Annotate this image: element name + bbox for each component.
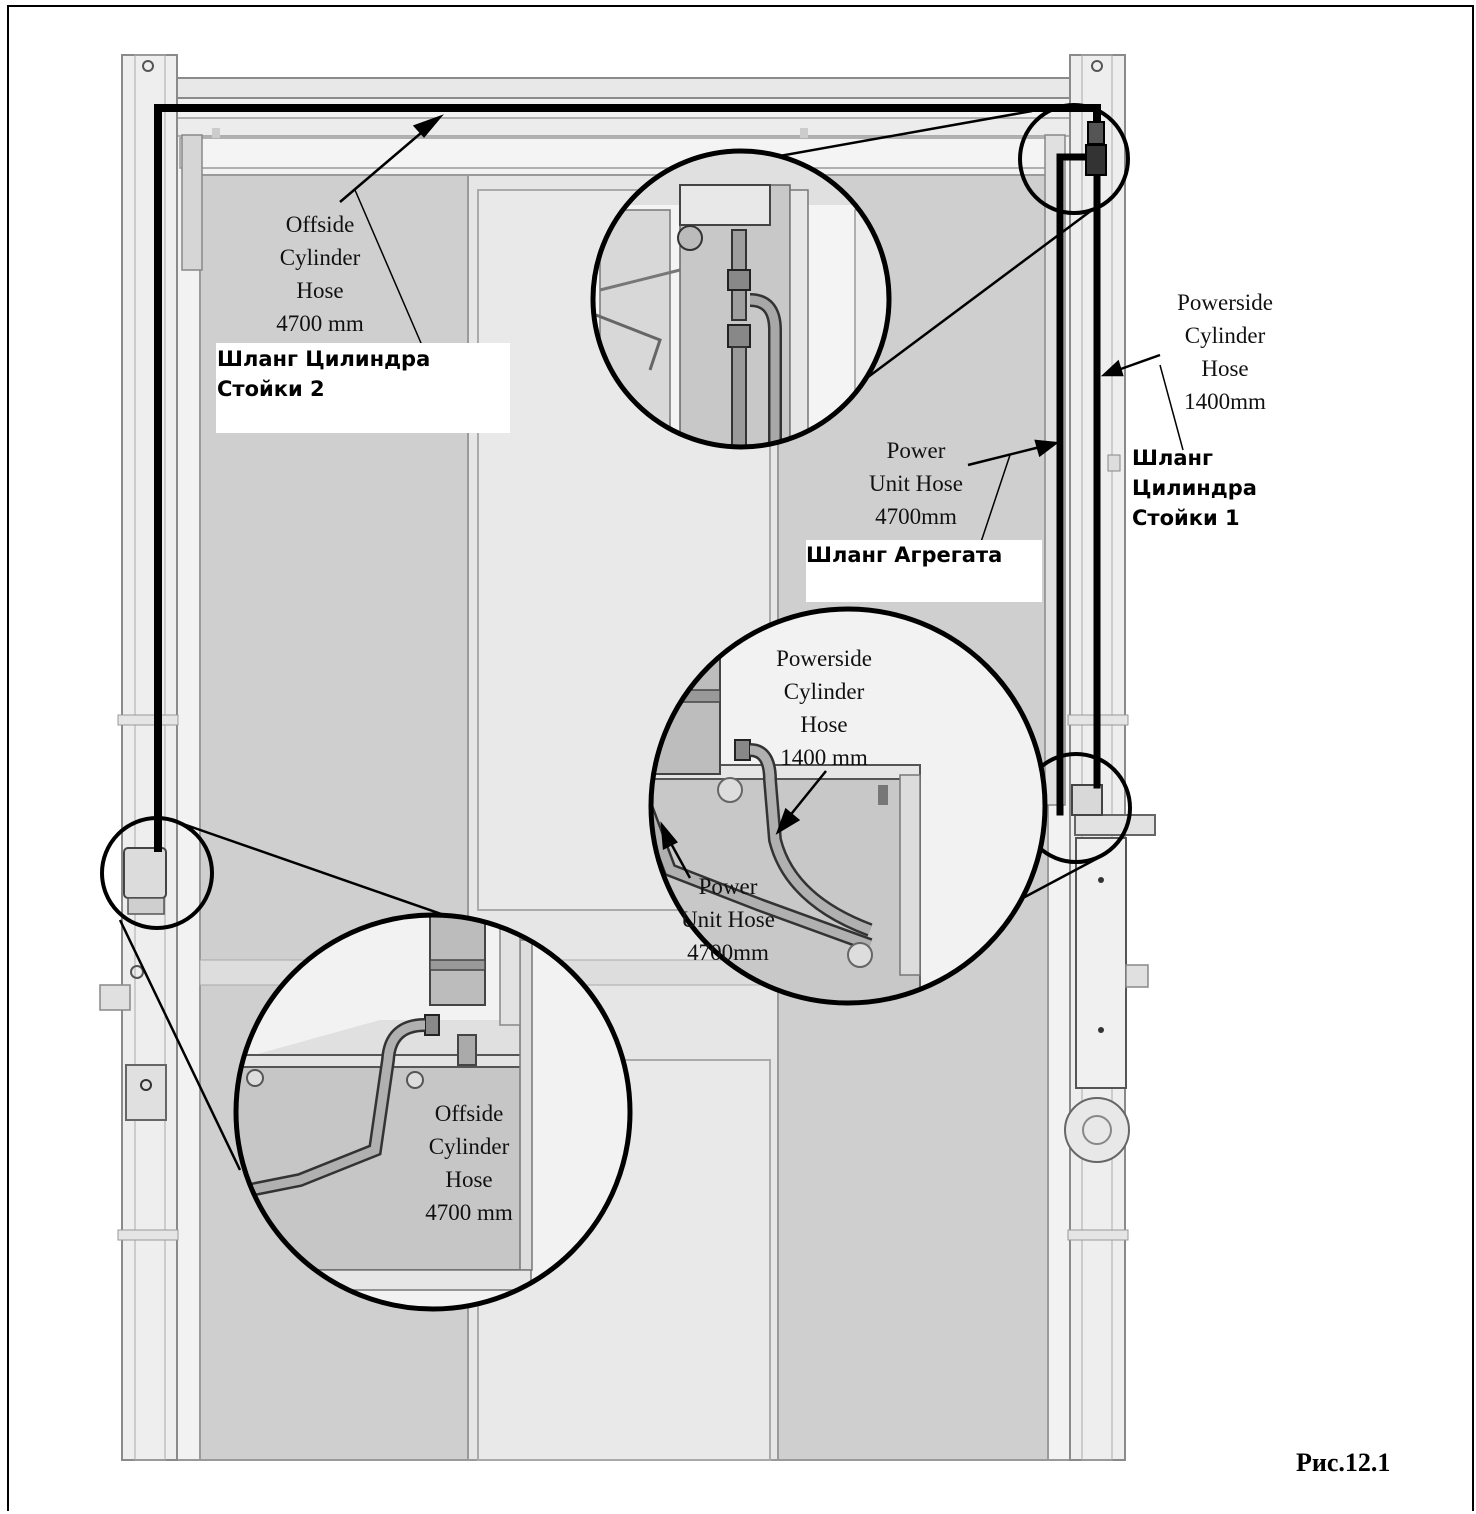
- offside-cylinder-hose-ru-label: Шланг Цилиндра Стойки 2: [217, 347, 431, 401]
- zoom-left-fittings: [233, 912, 633, 1312]
- powerside-cylinder-hose-ru-label: Шланг Цилиндра Стойки 1: [1132, 446, 1257, 530]
- zoom-right-powerside-label: Powerside Cylinder Hose 1400 mm: [776, 646, 872, 770]
- power-unit-hose: [1056, 153, 1090, 816]
- bottom-left-locator: [100, 816, 214, 930]
- left-power-unit: [123, 847, 167, 915]
- hose-lines: [154, 104, 1107, 852]
- zoom-right-fittings: [648, 606, 1048, 1006]
- powerside-cylinder-hose-label: Powerside Cylinder Hose 1400mm: [1177, 290, 1273, 414]
- right-fitting: [1071, 784, 1103, 816]
- page-frame: [7, 5, 1474, 1511]
- offside-cylinder-hose-label: Offside Cylinder Hose 4700 mm: [276, 212, 364, 336]
- power-unit-hose-label: Power Unit Hose 4700mm: [869, 438, 963, 529]
- power-unit-hose-ru-label: Шланг Агрегата: [806, 543, 1003, 567]
- top-right-locator: [1018, 103, 1130, 215]
- locator-circles: [100, 103, 1132, 930]
- offside-ru-box: [216, 343, 510, 433]
- zoom-right-power-unit-label: Power Unit Hose 4700mm: [681, 874, 775, 965]
- zoom-left-offside-label: Offside Cylinder Hose 4700 mm: [425, 1101, 513, 1225]
- power-unit-ru-box: [806, 540, 1042, 602]
- figure-caption: Рис.12.1: [1296, 1448, 1391, 1477]
- callout-arrows: [339, 114, 1184, 546]
